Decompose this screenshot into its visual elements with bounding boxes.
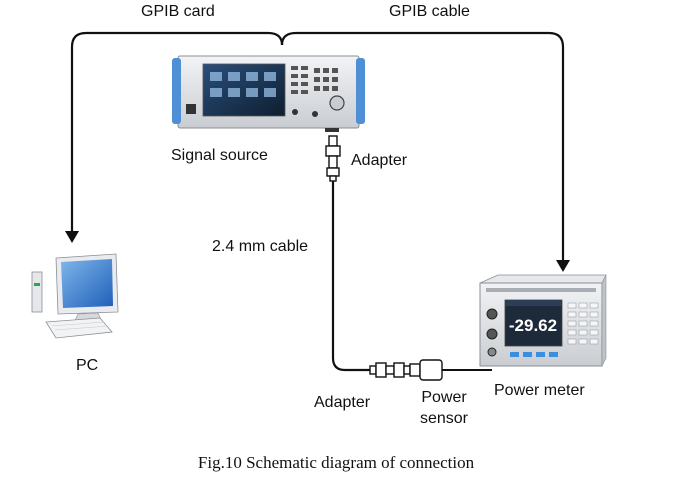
arrow-to-power-meter — [556, 260, 570, 272]
gpib-cables — [70, 31, 565, 262]
label-pc: PC — [76, 357, 99, 374]
pc-monitor-icon — [31, 253, 119, 339]
label-power-sensor-line2: sensor — [419, 410, 469, 427]
signal-source-instrument — [172, 55, 365, 132]
gpib-cable-to-pc — [70, 31, 284, 233]
label-gpib-card: GPIB card — [141, 3, 215, 20]
label-power-meter: Power meter — [494, 382, 585, 399]
label-adapter-top: Adapter — [351, 152, 408, 169]
label-adapter-bottom: Adapter — [314, 394, 371, 411]
adapter-icon — [325, 135, 341, 182]
power-sensor-icon — [409, 359, 443, 381]
gpib-cable-to-power-meter — [280, 31, 565, 262]
power-meter-instrument: -29.62 — [479, 274, 607, 367]
power-meter-reading: -29.62 — [509, 316, 557, 335]
label-power-sensor-line1: Power — [421, 389, 467, 406]
coax-cable — [331, 180, 372, 372]
adapter-icon — [369, 362, 411, 378]
figure-caption: Fig.10 Schematic diagram of connection — [197, 453, 475, 472]
label-cable: 2.4 mm cable — [212, 238, 309, 255]
label-gpib-cable: GPIB cable — [389, 3, 470, 20]
label-signal-source: Signal source — [171, 147, 268, 164]
arrow-to-pc — [65, 231, 79, 243]
power-meter-screen — [504, 299, 563, 347]
